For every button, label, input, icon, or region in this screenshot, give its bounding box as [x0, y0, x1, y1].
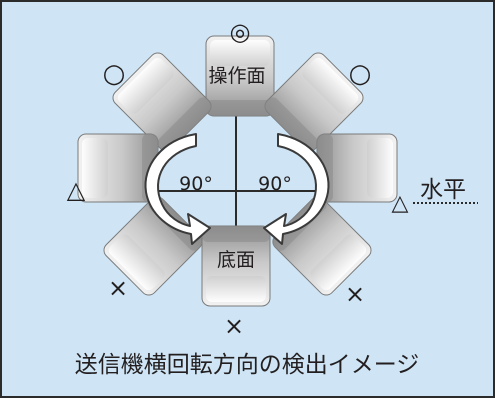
bottom-face-label: 底面 [217, 249, 255, 271]
mark-lower-left: × [108, 274, 128, 302]
top-face-label: 操作面 [208, 65, 265, 87]
angle-label-right: 90° [258, 173, 292, 195]
mark-right: △ [392, 191, 409, 216]
mark-lower-right: × [345, 280, 365, 308]
mark-left: △ [67, 176, 86, 204]
mark-bottom: × [224, 312, 244, 340]
angle-label-left: 90° [179, 173, 213, 195]
caption: 送信機横回転方向の検出イメージ [75, 352, 420, 378]
horizontal-label: 水平 [420, 177, 466, 203]
rotate-arrow-left-icon [144, 133, 211, 245]
mark-upper-left: ○ [103, 59, 126, 89]
mark-upper-right: ○ [349, 59, 372, 89]
mark-top: ◎ [230, 18, 251, 46]
rotate-arrow-right-icon [263, 133, 330, 245]
